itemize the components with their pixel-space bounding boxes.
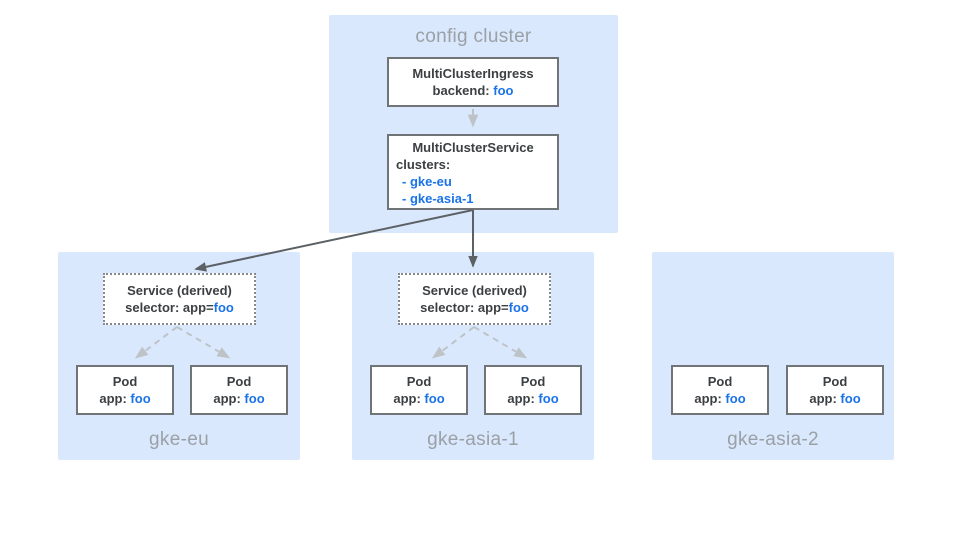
- multiclusteringress-backend-line: backend: foo: [389, 82, 557, 99]
- multiclusterservice-title: MultiClusterService: [412, 140, 534, 155]
- app-label: app:: [507, 391, 539, 406]
- app-label: app:: [213, 391, 245, 406]
- app-value: foo: [725, 391, 746, 406]
- pod-title: Pod: [112, 374, 138, 389]
- app-label: app:: [393, 391, 425, 406]
- gke-asia-1-pod-2-box: Pod app: foo: [484, 365, 582, 415]
- derived-service-selector-line: selector: app=foo: [105, 299, 254, 316]
- multiclusterservice-box: MultiClusterService clusters: - gke-eu -…: [387, 134, 559, 210]
- multiclusteringress-box: MultiClusterIngress backend: foo: [387, 57, 559, 107]
- selector-value: foo: [213, 300, 234, 315]
- gke-eu-pod-1-box: Pod app: foo: [76, 365, 174, 415]
- gke-asia-1-pod-1-box: Pod app: foo: [370, 365, 468, 415]
- pod-title: Pod: [520, 374, 546, 389]
- gke-asia-2-cluster-label: gke-asia-2: [727, 429, 819, 450]
- app-value: foo: [538, 391, 559, 406]
- app-label: app:: [694, 391, 726, 406]
- pod-app-line: app: foo: [788, 390, 882, 407]
- app-label: app:: [99, 391, 131, 406]
- pod-title: Pod: [226, 374, 252, 389]
- app-value: foo: [130, 391, 151, 406]
- gke-asia-1-cluster-label: gke-asia-1: [427, 429, 519, 450]
- gke-asia-2-pod-2-box: Pod app: foo: [786, 365, 884, 415]
- pod-app-line: app: foo: [372, 390, 466, 407]
- gke-asia-1-cluster-container: Service (derived) selector: app=foo Pod …: [352, 252, 594, 460]
- app-value: foo: [840, 391, 861, 406]
- pod-app-line: app: foo: [486, 390, 580, 407]
- selector-label: selector: app=: [420, 300, 509, 315]
- selector-label: selector: app=: [125, 300, 214, 315]
- app-value: foo: [424, 391, 445, 406]
- pod-app-line: app: foo: [78, 390, 172, 407]
- cluster-list-item-gke-asia-1: - gke-asia-1: [402, 191, 474, 206]
- gke-eu-cluster-container: Service (derived) selector: app=foo Pod …: [58, 252, 300, 460]
- backend-value: foo: [493, 83, 514, 98]
- gke-eu-pod-2-box: Pod app: foo: [190, 365, 288, 415]
- pod-title: Pod: [822, 374, 848, 389]
- pod-title: Pod: [707, 374, 733, 389]
- config-cluster-label: config cluster: [415, 26, 532, 47]
- gke-eu-derived-service-box: Service (derived) selector: app=foo: [103, 273, 256, 325]
- pod-app-line: app: foo: [192, 390, 286, 407]
- app-value: foo: [244, 391, 265, 406]
- derived-service-selector-line: selector: app=foo: [400, 299, 549, 316]
- pod-title: Pod: [406, 374, 432, 389]
- config-cluster-container: config cluster MultiClusterIngress backe…: [329, 15, 618, 233]
- gke-eu-cluster-label: gke-eu: [149, 429, 209, 450]
- selector-value: foo: [508, 300, 529, 315]
- gke-asia-2-pod-1-box: Pod app: foo: [671, 365, 769, 415]
- gke-asia-1-derived-service-box: Service (derived) selector: app=foo: [398, 273, 551, 325]
- derived-service-title: Service (derived): [422, 283, 527, 298]
- multiclusteringress-title: MultiClusterIngress: [412, 66, 534, 81]
- pod-app-line: app: foo: [673, 390, 767, 407]
- clusters-label: clusters:: [396, 157, 451, 172]
- cluster-list-item-gke-eu: - gke-eu: [402, 174, 452, 189]
- gke-asia-2-cluster-container: Pod app: foo Pod app: foo gke-asia-2: [652, 252, 894, 460]
- app-label: app:: [809, 391, 841, 406]
- derived-service-title: Service (derived): [127, 283, 232, 298]
- backend-label: backend:: [432, 83, 494, 98]
